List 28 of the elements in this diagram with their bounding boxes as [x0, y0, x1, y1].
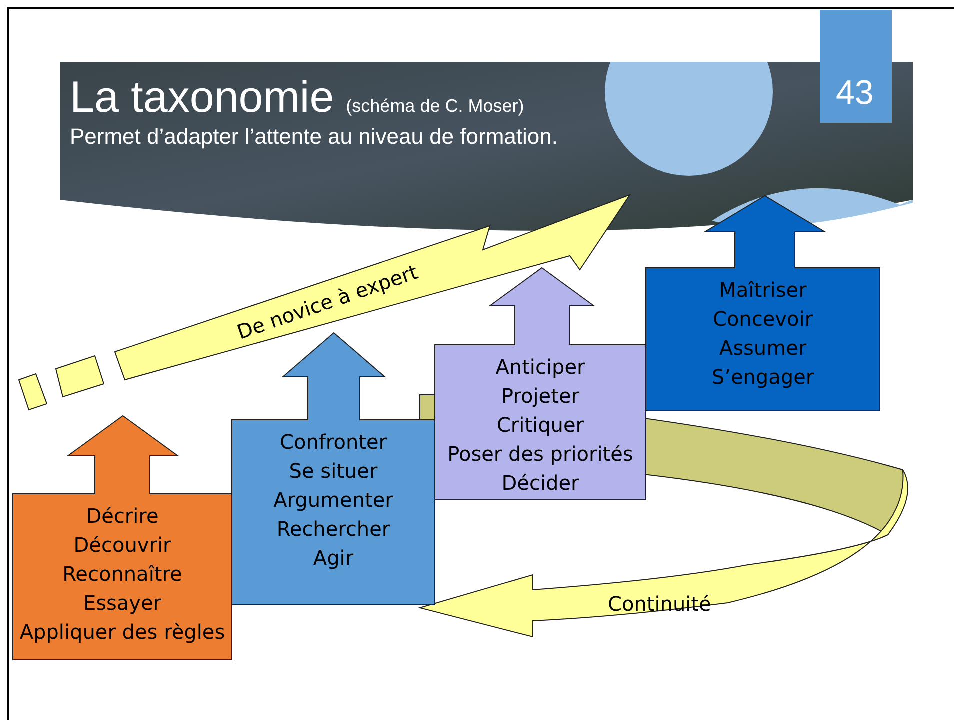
skill-text: Maîtriser	[719, 277, 807, 304]
arrow-label: Continuité	[608, 591, 712, 618]
skill-text: S’engager	[712, 364, 814, 391]
page-number: 43	[836, 76, 874, 110]
skill-text: Reconnaître	[62, 561, 182, 588]
skill-text: Découvrir	[74, 532, 172, 559]
skill-text: Concevoir	[712, 306, 814, 333]
arrow-label: De novice à expert	[233, 258, 422, 346]
skill-text: Décider	[502, 470, 580, 497]
skill-text: Critiquer	[496, 412, 584, 439]
skill-text: Assumer	[719, 335, 807, 362]
skill-text: Rechercher	[276, 516, 390, 543]
slide-title: La taxonomie	[70, 74, 334, 122]
skill-text: Anticiper	[496, 354, 586, 381]
skill-text: Agir	[313, 545, 354, 572]
title-note: (schéma de C. Moser)	[346, 95, 524, 118]
up-arrow-box	[435, 268, 646, 500]
skill-text: Argumenter	[274, 487, 394, 514]
skill-text: Essayer	[83, 590, 162, 617]
up-arrow-box	[13, 416, 232, 660]
skill-text: Décrire	[86, 503, 159, 530]
subtitle: Permet d’adapter l’attente au niveau de formation.	[70, 123, 558, 151]
skill-text: Poser des priorités	[448, 441, 634, 468]
skill-text: Appliquer des règles	[20, 619, 226, 646]
skill-text: Projeter	[502, 383, 580, 410]
skill-text: Confronter	[280, 429, 387, 456]
up-arrow-box	[646, 196, 880, 411]
skill-text: Se situer	[289, 458, 378, 485]
